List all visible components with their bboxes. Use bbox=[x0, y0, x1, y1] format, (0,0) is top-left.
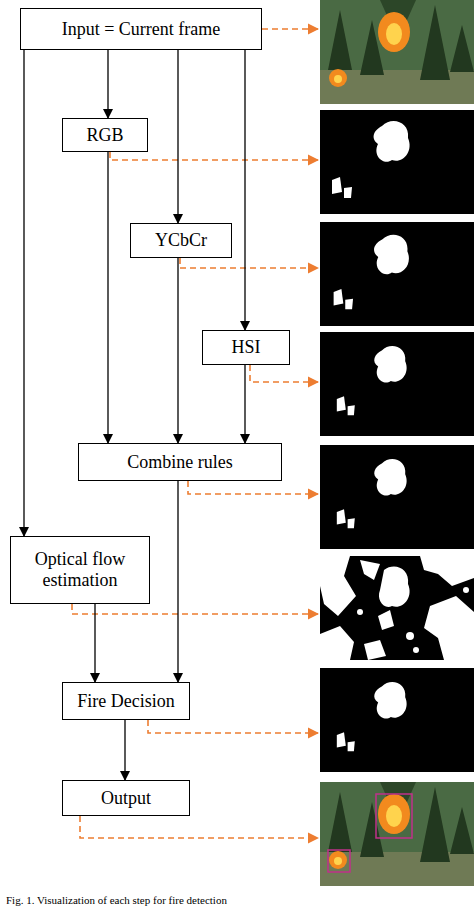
flow-arrow bbox=[177, 258, 178, 443]
flow-arrow bbox=[107, 152, 108, 443]
flow-arrow bbox=[177, 50, 178, 223]
process-box: Optical flow estimation bbox=[10, 536, 150, 604]
box-label: HSI bbox=[231, 337, 260, 358]
decision-mask bbox=[320, 668, 474, 772]
box-label: Input = Current frame bbox=[62, 19, 221, 40]
ycbcr-mask bbox=[320, 222, 474, 326]
process-box: YCbCr bbox=[130, 223, 232, 258]
flow-arrow bbox=[177, 481, 178, 682]
output-photo bbox=[320, 782, 474, 886]
rgb-mask bbox=[320, 110, 474, 214]
flow-arrow bbox=[244, 50, 245, 330]
flow-arrow bbox=[244, 365, 245, 443]
box-label: Fire Decision bbox=[77, 691, 174, 712]
flow-arrow bbox=[107, 50, 108, 118]
process-box: RGB bbox=[62, 118, 148, 152]
process-box: Combine rules bbox=[78, 443, 282, 481]
process-box: Fire Decision bbox=[62, 682, 190, 720]
box-label: Combine rules bbox=[127, 452, 233, 473]
flow-arrow bbox=[124, 720, 125, 780]
input-photo bbox=[320, 0, 474, 104]
box-label: Optical flow estimation bbox=[25, 549, 135, 590]
process-box: HSI bbox=[202, 330, 290, 365]
figure-caption: Fig. 1. Visualization of each step for f… bbox=[6, 894, 227, 906]
optical-flow-mask bbox=[320, 556, 474, 660]
box-label: Output bbox=[101, 788, 151, 809]
box-label: YCbCr bbox=[155, 230, 207, 251]
process-box: Output bbox=[62, 780, 190, 816]
hsi-mask bbox=[320, 332, 474, 436]
process-box: Input = Current frame bbox=[20, 8, 262, 50]
flow-arrow bbox=[23, 50, 24, 536]
combined-mask bbox=[320, 445, 474, 549]
box-label: RGB bbox=[86, 125, 123, 146]
flow-arrow bbox=[94, 604, 95, 682]
